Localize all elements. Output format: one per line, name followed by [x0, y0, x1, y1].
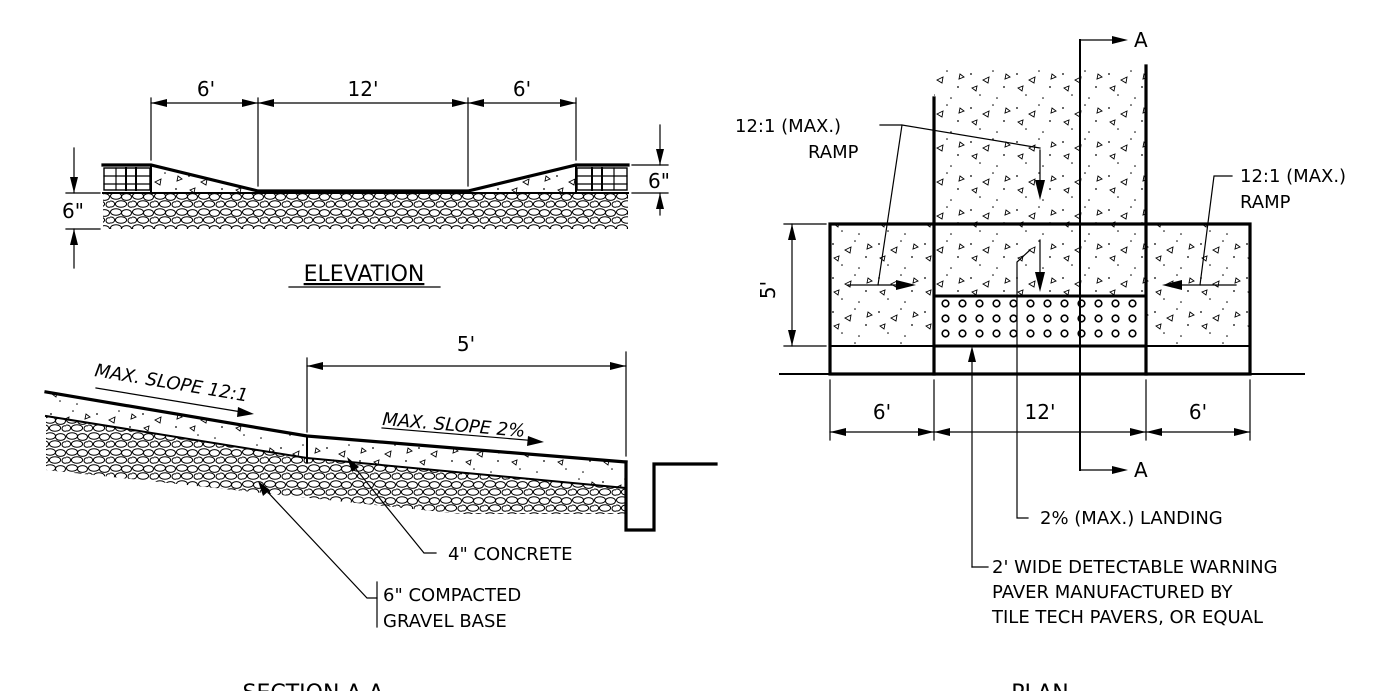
- elevation-dim-right: 6': [513, 77, 531, 101]
- section-a-a-view: 5' MAX. SLOPE 12:1 MAX. SLOPE 2% 4" CONC…: [44, 332, 718, 691]
- elevation-title: ELEVATION: [304, 262, 425, 287]
- plan-ramp-right-label-line2: RAMP: [1240, 192, 1291, 213]
- plan-paver-label-line3: TILE TECH PAVERS, OR EQUAL: [991, 607, 1263, 628]
- plan-title: PLAN: [1011, 681, 1069, 691]
- section-base-label-line2: GRAVEL BASE: [383, 611, 507, 632]
- section-title: SECTION A-A: [243, 681, 384, 691]
- elevation-view: 6' 12' 6' 6" 6" ELEVATION: [62, 77, 670, 288]
- section-slope-ramp-label: MAX. SLOPE 12:1: [93, 360, 249, 406]
- elevation-gravel-base: [103, 193, 628, 229]
- elevation-dim-center: 12': [348, 77, 379, 101]
- section-concrete-slab: [46, 392, 626, 488]
- plan-section-mark-bottom: A: [1134, 458, 1148, 482]
- elevation-left-curb: [103, 167, 151, 191]
- elevation-dim-right-depth: 6": [648, 169, 670, 193]
- plan-ramp-left-label-line2: RAMP: [808, 142, 859, 163]
- plan-dim-right: 6': [1189, 400, 1207, 424]
- section-curb: [624, 460, 718, 532]
- plan-dim-left: 6': [873, 400, 891, 424]
- plan-section-mark-top: A: [1134, 28, 1148, 52]
- elevation-dim-left: 6': [197, 77, 215, 101]
- plan-ramp-right-label-line1: 12:1 (MAX.): [1240, 166, 1346, 187]
- plan-concrete-fill: [934, 66, 1146, 224]
- section-dim-top: 5': [457, 332, 475, 356]
- elevation-dim-left-depth: 6": [62, 199, 84, 223]
- plan-landing-label: 2% (MAX.) LANDING: [1040, 508, 1223, 529]
- plan-dim-center: 12': [1025, 400, 1056, 424]
- plan-dim-vertical: 5': [756, 281, 780, 299]
- plan-paver-label-line2: PAVER MANUFACTURED BY: [992, 582, 1234, 603]
- section-concrete-label: 4" CONCRETE: [448, 544, 572, 565]
- section-slope-landing-label: MAX. SLOPE 2%: [382, 409, 526, 442]
- plan-view: A A 12:1 (MAX.) RAMP 12:1 (MAX.) RAMP 5': [735, 28, 1346, 691]
- plan-ramp-left-label-line1: 12:1 (MAX.): [735, 116, 841, 137]
- elevation-surface-profile: [101, 163, 630, 193]
- elevation-right-curb: [576, 167, 628, 191]
- section-base-label-line1: 6" COMPACTED: [383, 585, 521, 606]
- section-gravel-base: [46, 416, 626, 514]
- plan-paver-label-line1: 2' WIDE DETECTABLE WARNING: [992, 557, 1278, 578]
- elevation-concrete-fill: [151, 165, 576, 193]
